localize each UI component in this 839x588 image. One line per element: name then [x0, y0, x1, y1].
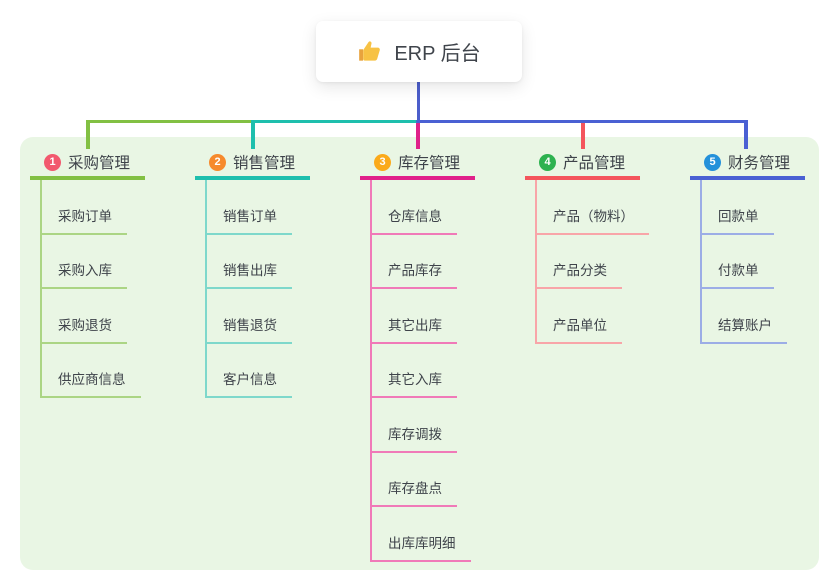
branch-number-badge: 4	[539, 153, 556, 171]
child-label[interactable]: 库存盘点	[372, 477, 457, 507]
branch-number-badge: 2	[209, 153, 226, 171]
child-node: 库存调拨	[372, 398, 475, 453]
child-node: 产品单位	[537, 289, 649, 344]
connector-bus-branch-2	[251, 119, 420, 123]
branch-children: 采购订单 采购入库 采购退货 供应商信息	[40, 180, 145, 398]
child-label[interactable]: 产品分类	[537, 259, 622, 289]
branch-title: 产品管理	[563, 155, 626, 172]
child-label[interactable]: 出库库明细	[372, 532, 471, 562]
child-label[interactable]: 回款单	[702, 205, 774, 235]
child-label[interactable]: 其它入库	[372, 368, 457, 398]
branch-header-inventory[interactable]: 3 库存管理	[360, 148, 475, 180]
branch-inventory: 3 库存管理 仓库信息 产品库存 其它出库 其它入库 库存调拨 库存盘点 出库库…	[360, 148, 475, 562]
child-label[interactable]: 库存调拨	[372, 423, 457, 453]
child-node: 采购订单	[42, 180, 145, 235]
child-node: 采购退货	[42, 289, 145, 344]
child-node: 库存盘点	[372, 453, 475, 507]
child-node: 销售订单	[207, 180, 310, 235]
child-label[interactable]: 采购订单	[42, 205, 127, 235]
child-node: 产品库存	[372, 235, 475, 289]
connector-drop-branch-5	[744, 119, 748, 149]
branch-children: 产品（物料） 产品分类 产品单位	[535, 180, 649, 344]
child-label[interactable]: 产品（物料）	[537, 205, 649, 235]
branch-title: 销售管理	[233, 155, 296, 172]
child-node: 销售退货	[207, 289, 310, 344]
child-label[interactable]: 销售出库	[207, 259, 292, 289]
child-label[interactable]: 供应商信息	[42, 368, 141, 398]
child-label[interactable]: 仓库信息	[372, 205, 457, 235]
child-label[interactable]: 产品库存	[372, 259, 457, 289]
child-node: 其它入库	[372, 344, 475, 398]
child-node: 供应商信息	[42, 344, 145, 398]
branch-product: 4 产品管理 产品（物料） 产品分类 产品单位	[525, 148, 649, 344]
child-node: 产品分类	[537, 235, 649, 289]
connector-root-vertical	[416, 82, 420, 121]
child-label[interactable]: 结算账户	[702, 314, 787, 344]
connector-drop-branch-2	[251, 119, 255, 149]
child-node: 回款单	[702, 180, 805, 235]
branch-children: 销售订单 销售出库 销售退货 客户信息	[205, 180, 310, 398]
background-panel	[20, 137, 819, 570]
branch-children: 仓库信息 产品库存 其它出库 其它入库 库存调拨 库存盘点 出库库明细	[370, 180, 475, 562]
child-node: 结算账户	[702, 289, 805, 344]
branch-purchase: 1 采购管理 采购订单 采购入库 采购退货 供应商信息	[30, 148, 145, 398]
child-node: 其它出库	[372, 289, 475, 344]
child-label[interactable]: 客户信息	[207, 368, 292, 398]
branch-title: 财务管理	[728, 155, 791, 172]
branch-header-purchase[interactable]: 1 采购管理	[30, 148, 145, 180]
child-node: 付款单	[702, 235, 805, 289]
connector-bus-branch-1	[86, 119, 255, 123]
child-label[interactable]: 销售退货	[207, 314, 292, 344]
child-label[interactable]: 付款单	[702, 259, 774, 289]
branch-number-badge: 5	[704, 153, 721, 171]
branch-number-badge: 1	[44, 153, 61, 171]
connector-drop-branch-4	[581, 119, 585, 149]
branch-finance: 5 财务管理 回款单 付款单 结算账户	[690, 148, 805, 344]
connector-drop-branch-1	[86, 119, 90, 149]
root-node[interactable]: ERP 后台	[316, 21, 522, 82]
child-label[interactable]: 产品单位	[537, 314, 622, 344]
thumbs-up-icon	[357, 39, 383, 65]
child-node: 客户信息	[207, 344, 310, 398]
branch-header-sales[interactable]: 2 销售管理	[195, 148, 310, 180]
child-node: 采购入库	[42, 235, 145, 289]
child-label[interactable]: 其它出库	[372, 314, 457, 344]
child-node: 销售出库	[207, 235, 310, 289]
branch-children: 回款单 付款单 结算账户	[700, 180, 805, 344]
connector-drop-branch-3	[416, 123, 420, 149]
branch-header-finance[interactable]: 5 财务管理	[690, 148, 805, 180]
connector-bus-branch-5	[416, 119, 748, 123]
branch-sales: 2 销售管理 销售订单 销售出库 销售退货 客户信息	[195, 148, 310, 398]
child-label[interactable]: 采购退货	[42, 314, 127, 344]
root-title: ERP 后台	[394, 43, 481, 65]
child-node: 仓库信息	[372, 180, 475, 235]
child-node: 产品（物料）	[537, 180, 649, 235]
branch-header-product[interactable]: 4 产品管理	[525, 148, 640, 180]
child-label[interactable]: 采购入库	[42, 259, 127, 289]
child-label[interactable]: 销售订单	[207, 205, 292, 235]
branch-title: 采购管理	[68, 155, 131, 172]
branch-title: 库存管理	[398, 155, 461, 172]
child-node: 出库库明细	[372, 507, 475, 562]
branch-number-badge: 3	[374, 153, 391, 171]
